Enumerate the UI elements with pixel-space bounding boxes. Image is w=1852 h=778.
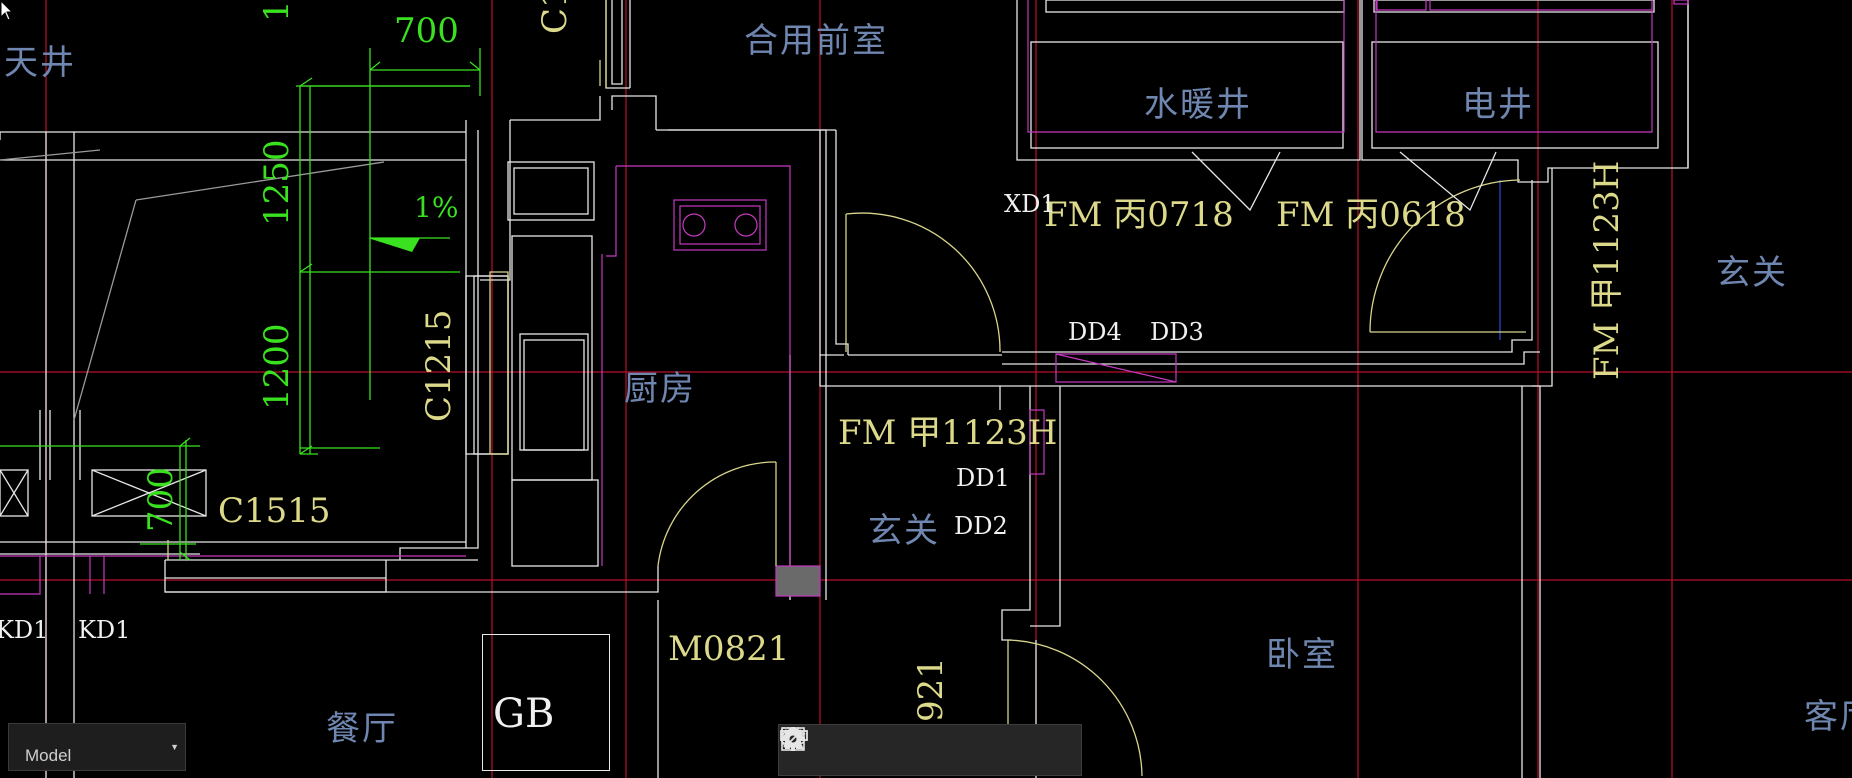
mouse-cursor-icon [0,0,14,21]
tag-kd1-right: KD1 [78,616,131,644]
window-tag-c1215: C1215 [419,309,459,422]
dimension-lines [0,48,481,561]
room-label-xuanguan: 玄关 [868,511,940,551]
tag-xd1: XD1 [1004,190,1056,218]
layers-button[interactable] [780,726,974,770]
room-label-xuanguan-right: 玄关 [1716,253,1788,293]
slope-arrow [368,238,420,252]
fullscreen-button[interactable] [781,727,1071,770]
room-label-canting: 餐厅 [326,709,398,749]
door-tag-fm-bing-0618: FM 丙0618 [1276,195,1466,235]
door-tag-fm-jia-1123h: FM 甲1123H [838,413,1058,453]
measure-button[interactable] [780,730,926,770]
fullscreen-icon [781,727,805,751]
dimension-700-vertical: 700 [141,467,181,532]
room-label-dian-jing: 电井 [1462,85,1534,125]
door-tag-fm-jia-1123h-vertical: FM 甲1123H [1587,160,1627,380]
layout-selector[interactable]: Model ▼ [8,723,186,771]
gb-box: GB [482,634,610,771]
layout-selector-value: Model [25,746,72,765]
zoom-window-button[interactable] [781,727,877,770]
tag-dd2: DD2 [954,512,1008,540]
dimension-1250: 1250 [257,139,297,226]
tag-gb: GB [493,691,555,737]
door-swings [167,0,1526,777]
tag-dd1: DD1 [956,464,1010,492]
walls [0,0,1689,778]
window-tag-c-partial: C1 [535,0,575,34]
viewer-toolbar [778,724,1082,776]
magenta-lines [0,0,1689,597]
room-label-tianjing: 天井 [4,43,76,83]
tag-dd3: DD3 [1150,318,1204,346]
tag-dd4: DD4 [1068,318,1122,346]
dimension-1200: 1200 [257,323,297,410]
dimension-slope: 1% [414,191,459,224]
room-label-chufang: 厨房 [624,369,696,409]
window-tag-c1515: C1515 [218,491,331,531]
dimension-14-partial: 14 [257,0,297,22]
door-tag-m0821: M0821 [668,629,790,669]
chevron-down-icon: ▼ [170,742,179,752]
room-label-shuinuan-jing: 水暖井 [1144,85,1252,125]
door-tag-fm-bing-0718: FM 丙0718 [1044,195,1234,235]
settings-button[interactable] [781,727,1022,770]
dimension-700-top: 700 [394,11,459,51]
room-label-woshi: 卧室 [1266,635,1338,675]
door-tag-m0921-partial: 921 [911,657,951,722]
tag-kd1-left: KD1 [0,616,49,644]
room-label-ke-partial: 客厅 [1804,697,1852,737]
room-label-heyong-qianshi: 合用前室 [744,21,888,61]
